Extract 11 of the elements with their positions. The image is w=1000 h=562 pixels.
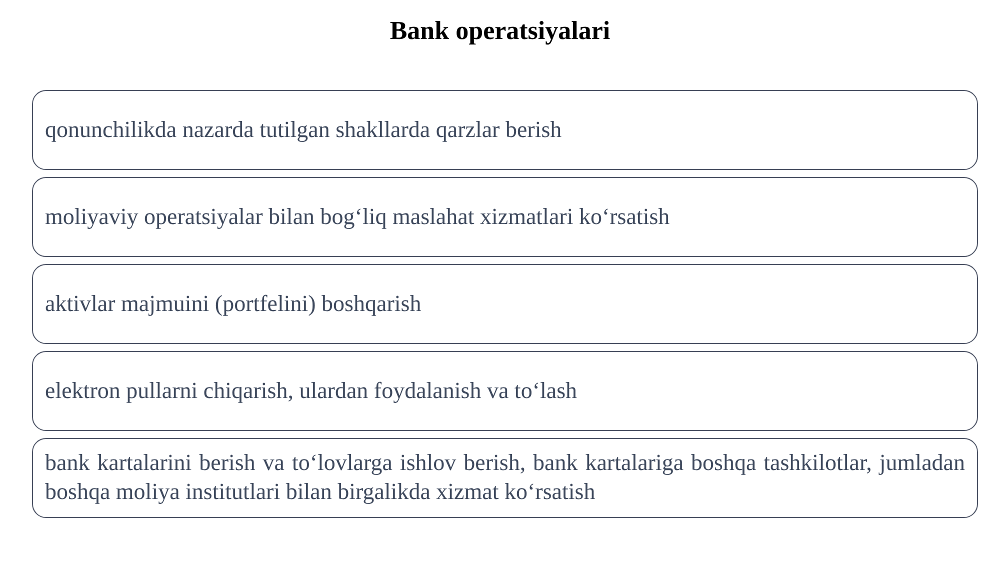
list-item-box	[32, 177, 978, 257]
diagram-title: Bank operatsiyalari	[388, 16, 612, 46]
list-item-box	[32, 90, 978, 170]
list-item-box	[32, 351, 978, 431]
item-text: aktivlar majmuini (portfelini) boshqarish	[45, 290, 422, 318]
item-text: elektron pullarni chiqarish, ulardan foydalanish va to‘lash	[45, 376, 578, 405]
item-text: qonunchilikda nazarda tutilgan shakllarda qarzlar berish	[45, 116, 563, 144]
list-item-box	[32, 438, 978, 518]
item-text: bank kartalarini berish va to‘lovlarga ishlov berish, bank kartalariga boshqa tashkilotlar, jumladan boshqa moliya institutlari bilan birgalikda xizmat ko‘rsatish	[45, 449, 965, 506]
item-text: moliyaviy operatsiyalar bilan bog‘liq maslahat xizmatlari ko‘rsatish	[45, 202, 671, 231]
list-item-box	[32, 264, 978, 344]
